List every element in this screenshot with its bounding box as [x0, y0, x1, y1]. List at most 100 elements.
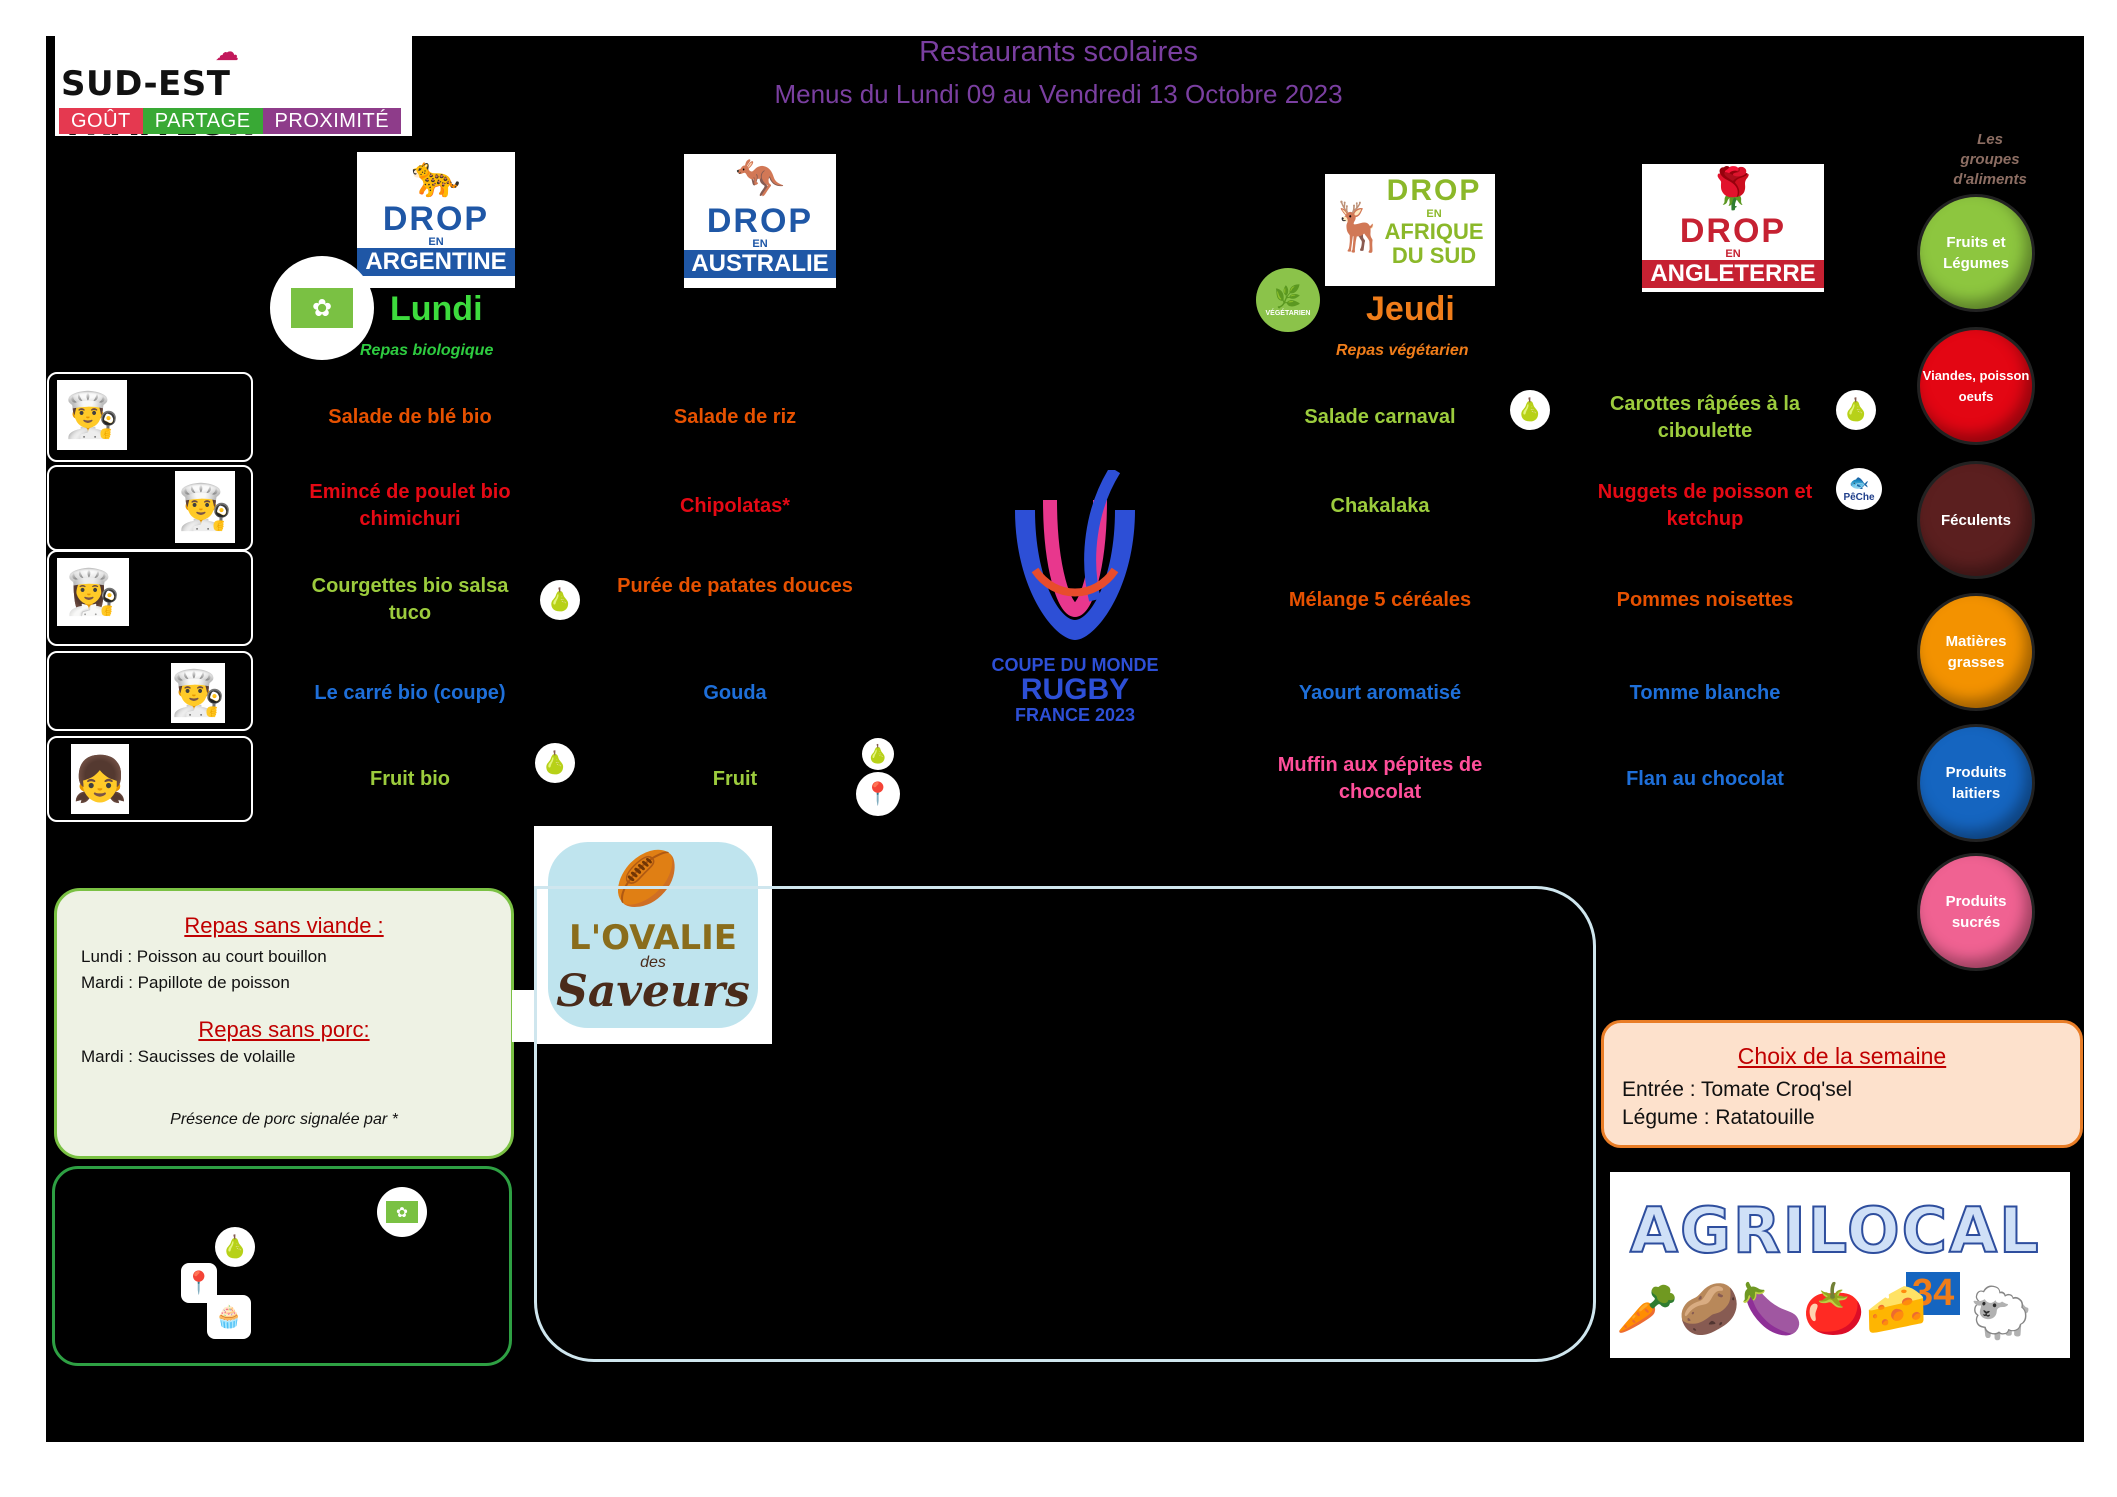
eggplant-pear-icon: 🍐 [540, 580, 580, 620]
logo-line2: RUGBY [1020, 673, 1130, 706]
course-plat-box: 👨‍🍳 [47, 465, 253, 551]
eggplant-pear-icon: 🍐 [215, 1227, 255, 1267]
sheep-icon: 🐑 [1970, 1285, 2033, 1341]
course-legume-box: 👩‍🍳 [47, 550, 253, 646]
group-viandes: Viandes, poisson oeufs [1920, 330, 2032, 442]
menu-mardi-legume: Purée de patates douces [617, 575, 853, 597]
brand-tag: GOÛT [59, 108, 143, 134]
menu-lundi-plat: Emincé de poulet bio chimichuri [309, 481, 511, 530]
info-box [534, 886, 1596, 1362]
vegetarian-label: VÉGÉTARIEN [1265, 309, 1311, 317]
brand-logo: ☁ SUD-EST TRAITEUR GOÛT PARTAGE PROXIMIT… [55, 36, 412, 144]
theme-drop: DROP [1386, 174, 1482, 207]
group-fruits-legumes: Fruits et Légumes [1920, 197, 2032, 309]
sans-viande-line: Lundi : Poisson au court bouillon [81, 947, 327, 966]
choix-heading: Choix de la semaine [1737, 1043, 1947, 1069]
menu-lundi-dessert: Fruit bio [370, 768, 450, 790]
theme-logo-argentine: 🐆 DROP EN ARGENTINE [357, 152, 515, 288]
eggplant-pear-icon: 🍐 [862, 738, 894, 770]
brand-tag: PROXIMITÉ [262, 108, 402, 134]
group-feculents: Féculents [1920, 464, 2032, 576]
theme-country: AFRIQUE DU SUD [1373, 220, 1495, 268]
theme-logo-angleterre: 🌹 DROP EN ANGLETERRE [1642, 164, 1824, 292]
eggplant-pear-icon: 🍐 [535, 743, 575, 783]
chef-hat-icon: ☁ [215, 39, 239, 66]
theme-en: EN [1725, 248, 1741, 260]
choix-panel: Choix de la semaine Entrée : Tomate Croq… [1601, 1020, 2083, 1148]
rose-icon: 🌹 [1708, 167, 1758, 211]
brand-tags: GOÛT PARTAGE PROXIMITÉ [59, 108, 402, 134]
menu-jeudi-entree: Salade carnaval [1304, 406, 1456, 428]
theme-drop: DROP [706, 202, 814, 240]
eggplant-pear-icon: 🍐 [1836, 390, 1876, 430]
sans-viande-heading: Repas sans viande : [184, 913, 384, 938]
vegetables-icon: 🥕🥔🍆🍅🧀 [1616, 1281, 1928, 1337]
theme-country: ARGENTINE [357, 248, 515, 276]
page-title: Restaurants scolaires [919, 36, 1198, 68]
choix-legume: Légume : Ratatouille [1622, 1106, 1815, 1129]
menu-lundi-entree: Salade de blé bio [328, 406, 492, 428]
menu-vendredi-entree: Carottes râpées à la ciboulette [1609, 393, 1801, 442]
group-label: Matières grasses [1945, 633, 2007, 671]
rugby-ball-icon: 🏉 [614, 850, 679, 908]
cupcake-icon: 🧁 [207, 1295, 251, 1339]
eggplant-pear-icon: 🍐 [1510, 390, 1550, 430]
menu-mardi-entree: Salade de riz [673, 406, 797, 428]
theme-en: EN [428, 236, 444, 248]
chef-icon: 👩‍🍳 [57, 558, 129, 626]
logo-line3: FRANCE 2023 [1014, 705, 1136, 725]
theme-logo-afrique: 🦌 DROP EN AFRIQUE DU SUD [1325, 174, 1495, 286]
fish-label-icon: 🐟PêChe [1836, 468, 1882, 510]
course-entree-box: 👨‍🍳 [47, 372, 253, 462]
group-matieres-grasses: Matières grasses [1920, 596, 2032, 708]
menu-vendredi-plat: Nuggets de poisson et ketchup [1597, 481, 1813, 530]
ovalie-line1: L'OVALIE [569, 918, 737, 958]
group-label: Viandes, poisson oeufs [1922, 368, 2030, 404]
fish-label-text: PêChe [1843, 491, 1875, 503]
sans-porc-line: Mardi : Saucisses de volaille [81, 1047, 296, 1066]
sans-viande-line: Mardi : Papillote de poisson [81, 973, 290, 992]
group-produits-laitiers: Produits laitiers [1920, 727, 2032, 839]
day-jeudi: Jeudi [1366, 290, 1455, 328]
menu-jeudi-plat: Chakalaka [1330, 495, 1430, 517]
brand-tag: PARTAGE [142, 108, 263, 134]
agrilocal-logo: AGRILOCAL 34 🥕🥔🍆🍅🧀 🐑 [1610, 1172, 2070, 1358]
organic-label-icon: ✿ [377, 1187, 427, 1237]
course-laitier-box: 👨‍🍳 [47, 651, 253, 731]
ovalie-line3: Saveurs [556, 966, 750, 1017]
theme-drop: DROP [1679, 212, 1787, 250]
chef-icon: 👨‍🍳 [171, 663, 225, 723]
theme-country: AUSTRALIE [684, 250, 836, 278]
menu-vendredi-legume: Pommes noisettes [1616, 589, 1794, 611]
sans-porc-heading: Repas sans porc: [198, 1017, 370, 1042]
theme-en: EN [1426, 208, 1442, 220]
local-pin-icon: 📍 [181, 1263, 217, 1303]
menu-vendredi-dessert: Flan au chocolat [1626, 768, 1784, 790]
kangaroo-icon: 🦘 [735, 157, 785, 201]
course-dessert-box: 👧 [47, 736, 253, 822]
theme-country: ANGLETERRE [1642, 260, 1824, 288]
day-lundi: Lundi [390, 290, 483, 328]
group-label: Fruits et Légumes [1943, 234, 2009, 272]
menu-jeudi-dessert: Muffin aux pépites de chocolat [1277, 754, 1483, 803]
theme-en: EN [752, 238, 768, 250]
organic-label-icon: ✿ [270, 256, 374, 360]
chef-icon: 👨‍🍳 [57, 380, 127, 450]
theme-drop: DROP [382, 200, 490, 238]
page-subtitle: Menus du Lundi 09 au Vendredi 13 Octobre… [774, 79, 1343, 109]
chef-icon: 👨‍🍳 [175, 471, 235, 543]
menu-jeudi-laitier: Yaourt aromatisé [1298, 682, 1462, 704]
lundi-note: Repas biologique [360, 342, 494, 359]
pork-note: Présence de porc signalée par * [170, 1111, 398, 1128]
ovalie-line2: des [640, 954, 666, 971]
menu-mardi-dessert: Fruit [712, 768, 758, 790]
chef-icon: 👧 [71, 744, 129, 814]
rugby-trophy-icon [1015, 466, 1135, 640]
choix-entree: Entrée : Tomate Croq'sel [1622, 1078, 1853, 1101]
connector [512, 990, 536, 1042]
jeudi-note: Repas végétarien [1336, 342, 1469, 359]
agrilocal-number: 34 [1906, 1272, 1961, 1315]
menu-lundi-laitier: Le carré bio (coupe) [314, 682, 506, 704]
groups-title: Les groupes d'aliments [1953, 131, 2027, 188]
menu-vendredi-laitier: Tomme blanche [1629, 682, 1781, 704]
